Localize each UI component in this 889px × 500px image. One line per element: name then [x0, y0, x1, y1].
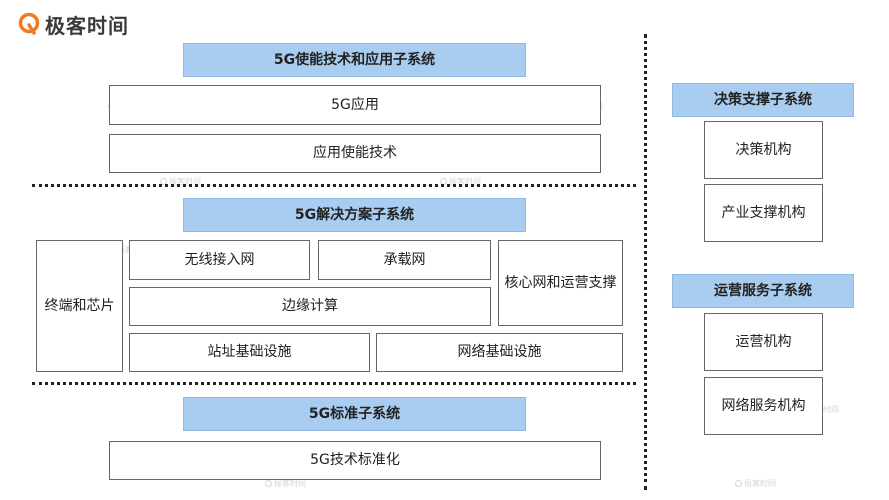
watermark: 极客时间 — [735, 478, 776, 489]
solution-bearer-network: 承载网 — [318, 240, 491, 280]
vertical-divider — [644, 34, 647, 490]
enablement-row-5g-application: 5G应用 — [109, 85, 601, 125]
solution-core-network: 核心网和运营支撑 — [498, 240, 623, 326]
enablement-row-enablement-tech: 应用使能技术 — [109, 134, 601, 173]
operation-subsystem-header: 运营服务子系统 — [672, 274, 854, 308]
logo: 极客时间 — [18, 10, 129, 38]
decision-item-industry-support: 产业支撑机构 — [704, 184, 823, 242]
solution-edge-computing: 边缘计算 — [129, 287, 491, 326]
logo-brand-text: 极客时间 — [45, 13, 129, 38]
solution-site-infrastructure: 站址基础设施 — [129, 333, 370, 372]
solution-terminal-chip: 终端和芯片 — [36, 240, 123, 372]
standard-row-standardization: 5G技术标准化 — [109, 441, 601, 480]
operation-item-network-service: 网络服务机构 — [704, 377, 823, 435]
horizontal-divider — [32, 184, 636, 187]
horizontal-divider — [32, 382, 636, 385]
enablement-subsystem-header: 5G使能技术和应用子系统 — [183, 43, 526, 77]
standard-subsystem-header: 5G标准子系统 — [183, 397, 526, 431]
geektime-logo-icon — [18, 12, 40, 35]
decision-item-decision-body: 决策机构 — [704, 121, 823, 179]
solution-subsystem-header: 5G解决方案子系统 — [183, 198, 526, 232]
watermark: 极客时间 — [265, 478, 306, 489]
decision-subsystem-header: 决策支撑子系统 — [672, 83, 854, 117]
solution-network-infrastructure: 网络基础设施 — [376, 333, 623, 372]
operation-item-operator: 运营机构 — [704, 313, 823, 371]
solution-wireless-access: 无线接入网 — [129, 240, 310, 280]
